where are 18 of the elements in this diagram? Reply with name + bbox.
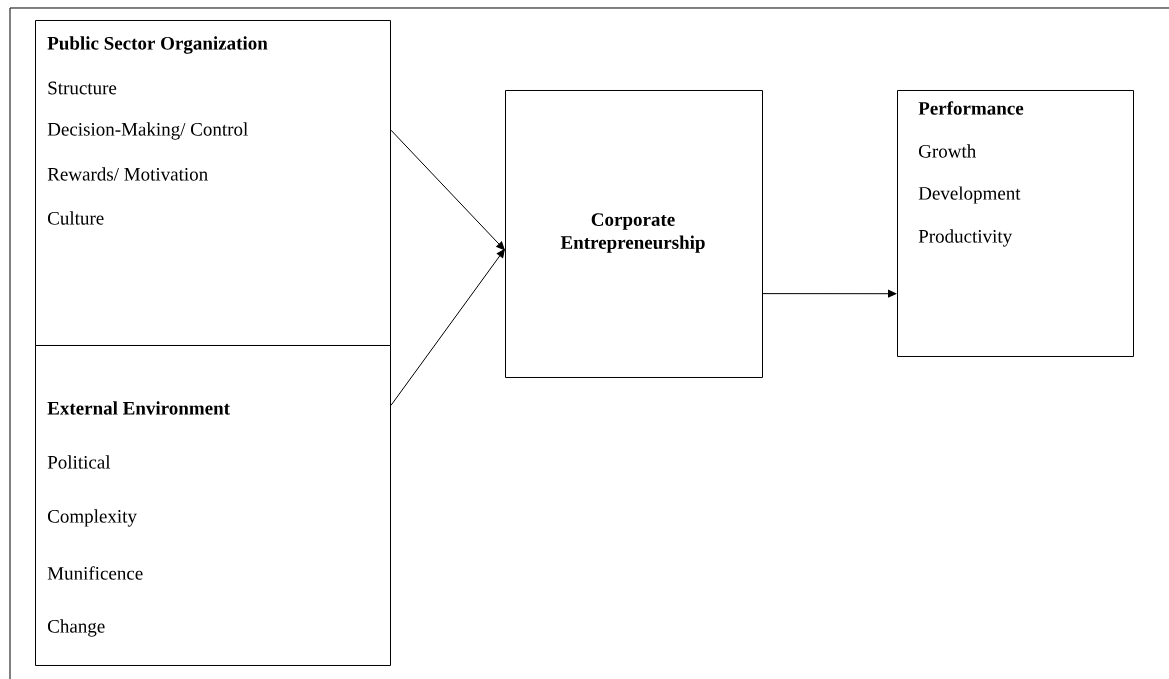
heading: External Environment — [47, 401, 230, 415]
list-item: Political — [47, 455, 111, 469]
list-item: Change — [48, 619, 105, 637]
box-label: Corporate Entrepreneurship — [560, 213, 705, 253]
list-item: Structure — [48, 81, 117, 95]
heading: Public Sector Organization — [47, 36, 268, 54]
list-item: Decision-Making/ Control — [47, 122, 248, 140]
heading: Performance — [918, 101, 1024, 115]
list-item: Growth — [919, 144, 976, 158]
list-item: Development — [918, 186, 1021, 204]
list-item: Rewards/ Motivation — [47, 167, 208, 181]
arrow — [762, 289, 897, 298]
arrow — [390, 129, 505, 250]
list-item: Munificence — [47, 566, 143, 580]
list-item: Culture — [48, 211, 104, 225]
list-item: Productivity — [918, 229, 1013, 247]
arrow — [390, 249, 505, 406]
list-item: Complexity — [48, 509, 137, 527]
